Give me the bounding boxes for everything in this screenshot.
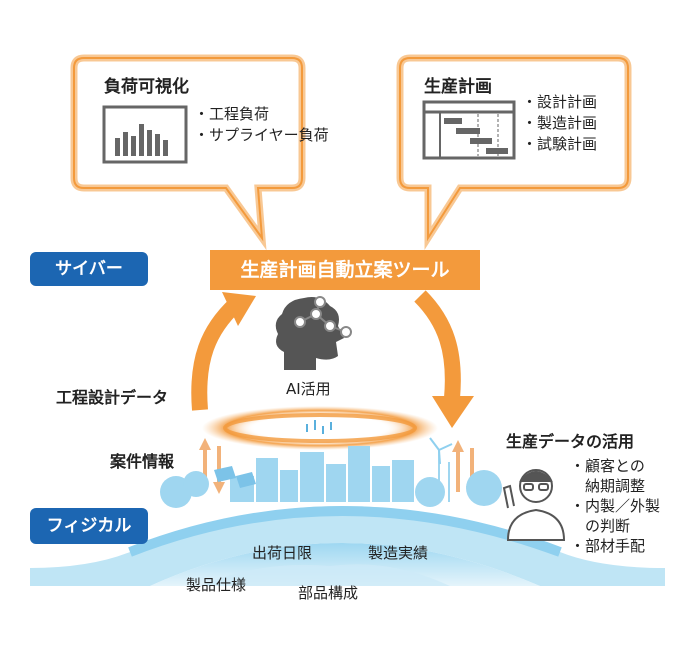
list-item: の判断 — [585, 517, 631, 535]
list-item: 試験計画 — [522, 134, 597, 155]
due-date-label: 出荷日限 — [252, 544, 313, 562]
list-item: 部材手配 — [570, 536, 660, 556]
wind-turbines — [429, 437, 453, 465]
parts-structure-label: 部品構成 — [298, 584, 359, 602]
list-item: 製造計画 — [522, 113, 597, 134]
arrow-up-left — [191, 292, 256, 411]
list-item: サプライヤー負荷 — [194, 125, 329, 146]
city-skyline — [160, 446, 502, 508]
case-info-label: 案件情報 — [110, 452, 175, 471]
load-visualization-list: 工程負荷 サプライヤー負荷 — [194, 104, 329, 146]
production-plan-list: 設計計画 製造計画 試験計画 — [522, 92, 597, 155]
gantt-chart-icon — [422, 100, 516, 160]
production-plan-title: 生産計画 — [424, 77, 492, 97]
solar-panels — [214, 466, 256, 488]
data-sparkles — [306, 420, 332, 434]
bar-chart-monitor-icon — [102, 105, 188, 164]
load-visualization-title: 負荷可視化 — [104, 77, 189, 97]
list-item: 工程負荷 — [194, 104, 329, 125]
planning-tool-banner: 生産計画自動立案ツール — [210, 250, 480, 290]
cyber-label: サイバー — [30, 252, 148, 286]
physical-label: フィジカル — [30, 508, 148, 544]
list-item: 設計計画 — [522, 92, 597, 113]
ai-label: AI活用 — [286, 380, 331, 398]
ai-glow-ring — [202, 406, 438, 450]
ai-head-icon — [275, 296, 352, 370]
list-item: 納期調整 — [585, 477, 646, 495]
manufacturing-results-label: 製造実績 — [368, 544, 429, 562]
data-utilization-title: 生産データの活用 — [506, 432, 635, 451]
earth-ground — [30, 506, 665, 586]
double-arrow-right — [452, 440, 478, 498]
utilization-list: 顧客との 納期調整 内製／外製 の判断 部材手配 — [570, 456, 660, 556]
person-icon — [502, 469, 566, 541]
product-spec-label: 製品仕様 — [186, 576, 247, 594]
callout-load-visualization — [70, 54, 306, 251]
list-item: 内製／外製 — [570, 496, 660, 516]
list-item: 顧客との — [570, 456, 660, 476]
process-design-data-label: 工程設計データ — [56, 388, 169, 407]
arrow-down-right — [414, 290, 474, 428]
